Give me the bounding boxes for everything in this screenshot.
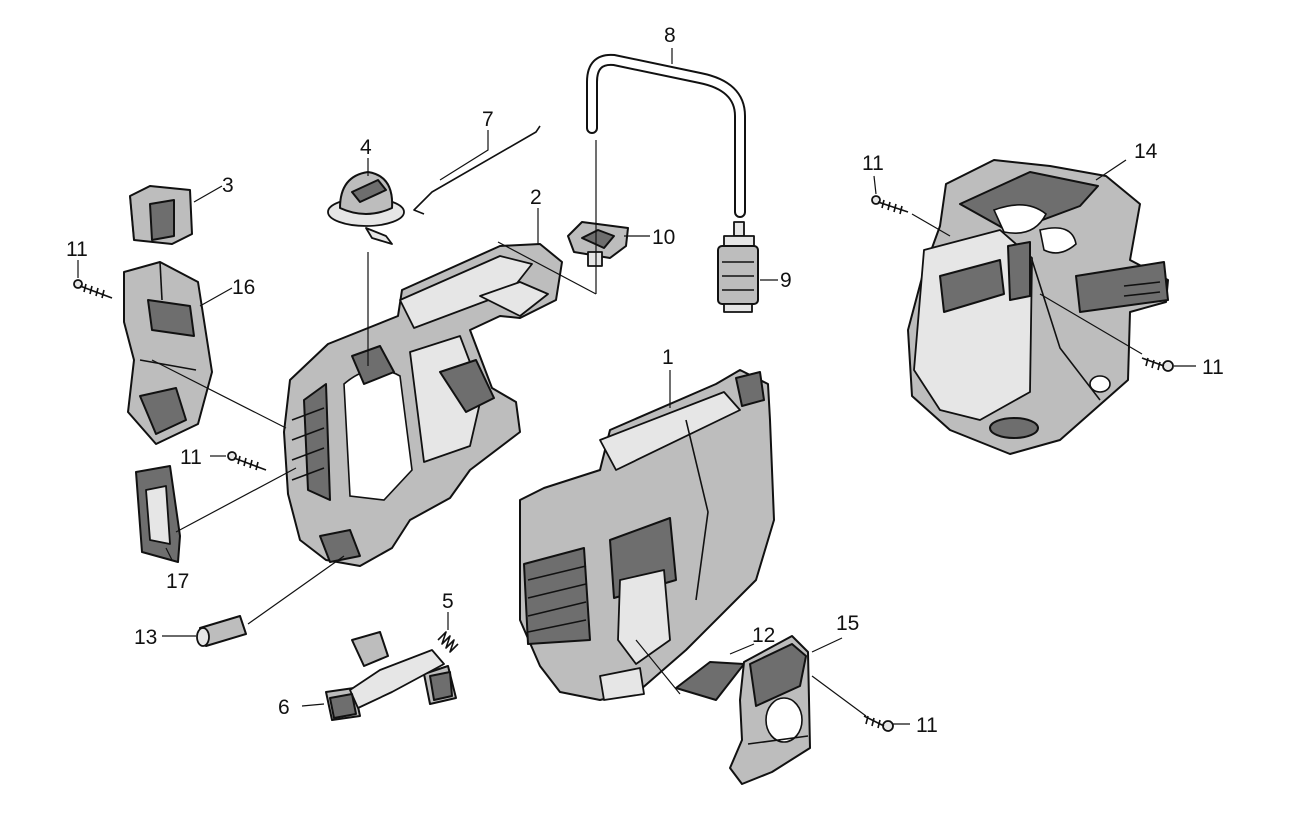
screw-b (227, 451, 267, 471)
callout-8: 8 (664, 24, 676, 47)
callout-2: 2 (530, 186, 542, 209)
screw-a (73, 279, 113, 299)
part-13-pin (196, 615, 247, 647)
callout-13: 13 (134, 626, 157, 649)
leader-lines (77, 48, 1196, 725)
part-17-plate (135, 465, 181, 563)
part-12-gasket (675, 661, 745, 701)
part-11-screws (73, 195, 1174, 732)
callout-16: 16 (232, 276, 255, 299)
callout-12: 12 (752, 624, 775, 647)
part-2-main-housing (283, 243, 563, 567)
part-4-cap (327, 171, 405, 245)
part-14-air-filter-cover (907, 159, 1169, 455)
part-10-valve (567, 221, 629, 267)
screw-c (871, 195, 909, 215)
callout-7: 7 (482, 108, 494, 131)
callout-labels: 8 7 4 3 2 10 9 11 16 11 17 13 5 6 1 12 1… (66, 24, 1224, 737)
part-1-housing-cover (519, 369, 775, 701)
part-3-clip (129, 185, 193, 245)
part-15-cover (729, 635, 811, 785)
callout-3: 3 (222, 174, 234, 197)
callout-6: 6 (278, 696, 290, 719)
part-16-side-bracket (123, 261, 213, 445)
part-7-rod (413, 125, 541, 215)
callout-10: 10 (652, 226, 675, 249)
callout-14: 14 (1134, 140, 1158, 163)
callout-11-b: 11 (180, 446, 202, 469)
screw-e (863, 715, 894, 732)
callout-11-d: 11 (862, 152, 884, 175)
callout-9: 9 (780, 269, 792, 292)
callout-11-c: 11 (916, 714, 938, 737)
part-8-hose (586, 53, 746, 218)
callout-17: 17 (166, 570, 189, 593)
callout-11-a: 11 (66, 238, 88, 261)
part-6-lever (325, 631, 457, 721)
part-9-fuel-filter (717, 221, 759, 313)
part-5-spring (437, 631, 459, 653)
callout-15: 15 (836, 612, 859, 635)
callout-1: 1 (662, 346, 674, 369)
callout-5: 5 (442, 590, 454, 613)
screw-d (1141, 357, 1174, 372)
callout-4: 4 (360, 136, 372, 159)
callout-11-e: 11 (1202, 356, 1224, 379)
